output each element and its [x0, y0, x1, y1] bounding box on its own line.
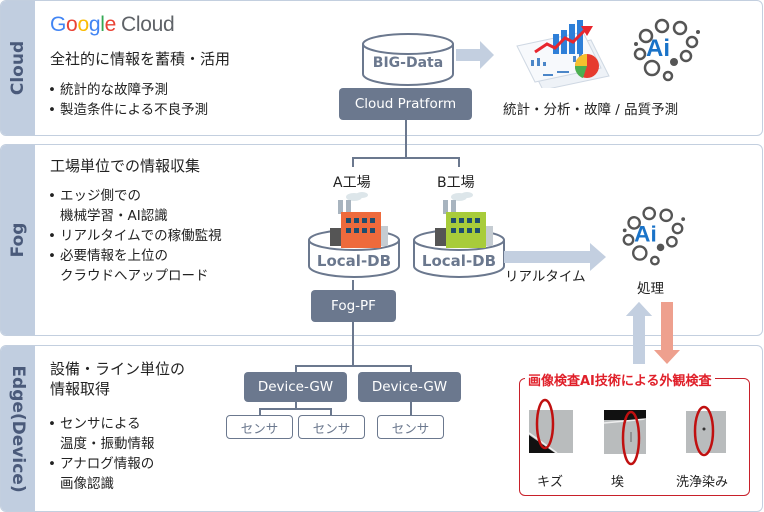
- connector-line: [352, 157, 460, 159]
- sensor-box: センサ: [298, 415, 365, 439]
- factory-a-db-icon: Local-DB: [308, 192, 400, 278]
- scratch-sample-image: [529, 398, 573, 454]
- cloud-wordmark: Cloud: [120, 13, 175, 36]
- fog-strip: Fog: [1, 145, 35, 335]
- svg-text:Ai: Ai: [634, 222, 657, 247]
- factory-b-label: B工場: [437, 175, 475, 191]
- connector-line: [352, 322, 354, 367]
- google-letter: l: [100, 13, 105, 36]
- cloud-strip: Cloud: [1, 1, 35, 135]
- factory-b-db-icon: Local-DB: [413, 192, 505, 278]
- realtime-label: リアルタイム: [505, 269, 586, 285]
- local-db-label: Local-DB: [422, 252, 496, 270]
- google-wordmark: Google: [50, 13, 116, 36]
- connector-line: [458, 157, 460, 167]
- factory-a-label: A工場: [333, 175, 371, 191]
- analytics-chart-icon: [516, 20, 610, 88]
- local-db-label: Local-DB: [317, 252, 391, 270]
- connector-line: [410, 365, 412, 375]
- cloud-strip-label: Cloud: [8, 40, 28, 96]
- ai-processing-brain-icon: Ai: [622, 206, 686, 266]
- connector-line: [295, 365, 412, 367]
- google-letter: e: [104, 13, 117, 36]
- cloud-heading: 全社的に情報を蓄積・活用: [50, 50, 231, 68]
- defect-label-dust: 埃: [611, 475, 625, 490]
- google-letter: o: [66, 13, 78, 36]
- sensor-box: センサ: [377, 415, 444, 439]
- google-letter: g: [88, 13, 101, 36]
- ai-badge: Ai: [646, 35, 670, 62]
- cloud-bullet: 製造条件による不良予測: [48, 100, 208, 120]
- fog-pf-box: Fog-PF: [311, 290, 396, 322]
- cloud-bullet: 統計的な故障予測: [48, 80, 208, 100]
- defect-label-scratch: キズ: [537, 475, 564, 490]
- connector-line: [352, 345, 354, 367]
- google-letter: G: [50, 13, 67, 36]
- stain-sample-image: [686, 405, 726, 457]
- bigdata-label: BIG-Data: [373, 55, 443, 71]
- fog-bullet: リアルタイムでの稼働監視: [48, 226, 222, 246]
- connector-line: [405, 120, 407, 158]
- ai-brain-icon: Ai: [633, 18, 700, 82]
- google-letter: o: [77, 13, 89, 36]
- device-gw-box: Device-GW: [244, 372, 347, 402]
- connector-line: [352, 157, 354, 167]
- connector-line: [259, 408, 261, 415]
- connector-line: [405, 144, 407, 159]
- edge-heading: 設備・ライン単位の 情報取得: [50, 360, 186, 398]
- fog-heading: 工場単位での情報収集: [50, 157, 201, 175]
- connector-line: [410, 402, 412, 415]
- edge-strip: Edge(Device): [1, 346, 35, 511]
- inspection-title: 画像検査AI技術による外観検査: [525, 370, 715, 389]
- processing-label: 処理: [637, 281, 664, 297]
- bigdata-cylinder-icon: BIG-Data: [362, 33, 454, 86]
- upload-arrow-icon: [626, 302, 652, 364]
- fog-strip-label: Fog: [8, 222, 28, 258]
- edge-strip-label: Edge(Device): [8, 364, 28, 493]
- cloud-platform-box: Cloud Pratform: [339, 88, 472, 120]
- device-gw-box: Device-GW: [358, 372, 461, 402]
- connector-line: [259, 408, 332, 410]
- realtime-arrow-icon: [504, 243, 606, 271]
- connector-line: [295, 365, 297, 375]
- defect-label-stain: 洗浄染み: [676, 475, 729, 490]
- dust-sample-image: [603, 410, 647, 466]
- download-arrow-icon: [654, 302, 680, 364]
- connector-line: [352, 280, 354, 292]
- sensor-box: センサ: [226, 415, 293, 439]
- cloud-bullet-list: 統計的な故障予測 製造条件による不良予測: [48, 80, 208, 120]
- connector-line: [295, 402, 297, 409]
- arrow-right-icon: [456, 41, 494, 69]
- analytics-caption: 統計・分析・故障 / 品質予測: [503, 102, 679, 118]
- connector-line: [330, 408, 332, 415]
